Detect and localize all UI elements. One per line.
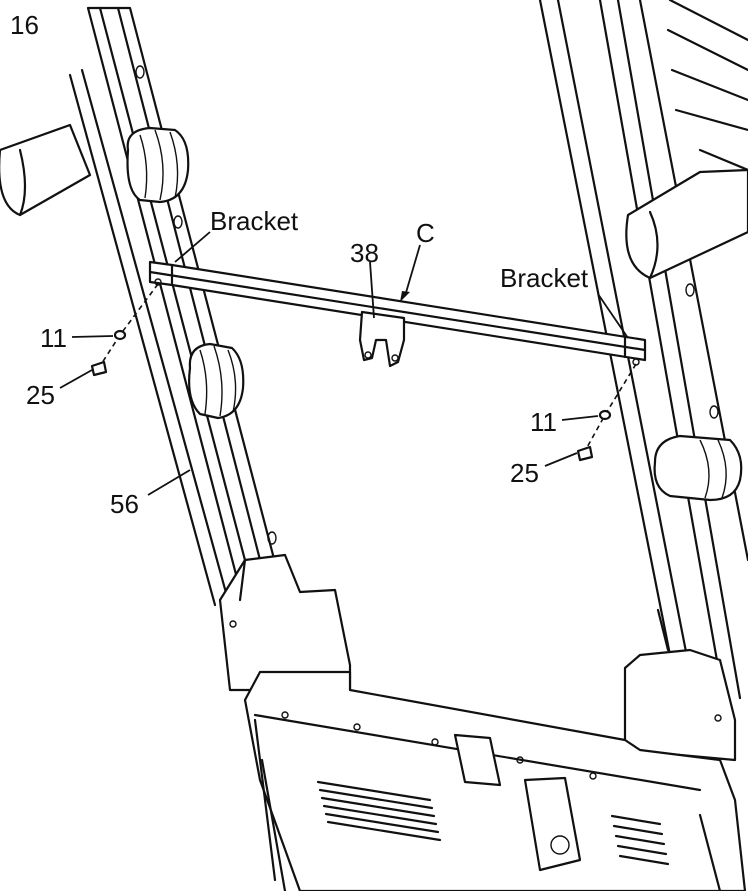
callout-56: 56 (110, 489, 139, 519)
step-number: 16 (10, 10, 39, 40)
right-fasteners (576, 363, 637, 462)
leader-lines (59, 231, 629, 496)
base-frame (218, 553, 747, 891)
callout-25-right: 25 (510, 458, 539, 488)
left-handle (0, 123, 92, 217)
left-upright (68, 6, 292, 630)
crossbar-c (148, 260, 647, 366)
callout-11-left: 11 (40, 323, 67, 353)
left-fasteners (90, 283, 159, 377)
right-console-top (666, 0, 748, 172)
callout-bracket-left: Bracket (210, 206, 299, 236)
right-handle (625, 168, 748, 280)
callout-11-right: 11 (530, 407, 557, 437)
callout-25-left: 25 (26, 380, 55, 410)
callout-bracket-right: Bracket (500, 263, 589, 293)
tab-38 (358, 310, 406, 368)
right-roller (653, 434, 743, 502)
callout-c: C (416, 218, 435, 248)
left-lower-roller (188, 342, 245, 420)
left-upper-roller (126, 126, 190, 204)
callout-38: 38 (350, 238, 379, 268)
